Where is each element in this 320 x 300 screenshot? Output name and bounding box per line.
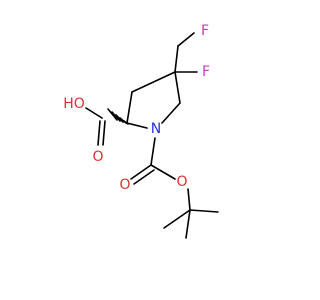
atom-n: N — [151, 121, 161, 137]
bond-tbu-me3 — [185, 209, 191, 239]
bond-ch2-f — [177, 32, 195, 47]
atom-f-mid: F — [202, 64, 210, 80]
bond-n-boc — [150, 137, 156, 166]
bond-cooh-oh — [85, 107, 103, 119]
atom-f-top: F — [201, 23, 209, 39]
bond-cooh-o-1 — [97, 120, 101, 146]
atom-o-acid: O — [92, 149, 103, 165]
molecule-structure: F F HO O N O O — [63, 23, 219, 239]
bond-c5-c4 — [174, 71, 181, 104]
atom-o-ester: O — [176, 174, 187, 190]
bond-o-tbu — [187, 188, 191, 211]
bonds — [85, 32, 219, 239]
bond-c4-c3 — [131, 71, 176, 93]
bond-boc-o-ester — [150, 164, 176, 180]
atom-ho: HO — [63, 96, 85, 112]
bond-boc-o-carbonyl-2 — [133, 169, 155, 185]
atom-o-carbonyl: O — [119, 177, 130, 193]
bond-n-c5 — [161, 102, 181, 124]
wedge-c2-cooh — [107, 108, 129, 125]
bond-tbu-me2 — [189, 209, 219, 213]
atom-labels: F F HO O N O O — [63, 23, 210, 193]
bond-c3-c2 — [126, 91, 133, 124]
bond-tbu-me1 — [163, 209, 191, 229]
bond-boc-o-carbonyl-1 — [130, 164, 152, 180]
bond-c4-ch2 — [174, 45, 179, 73]
bond-cooh-o-2 — [102, 120, 106, 146]
bond-c2-n — [126, 122, 148, 129]
